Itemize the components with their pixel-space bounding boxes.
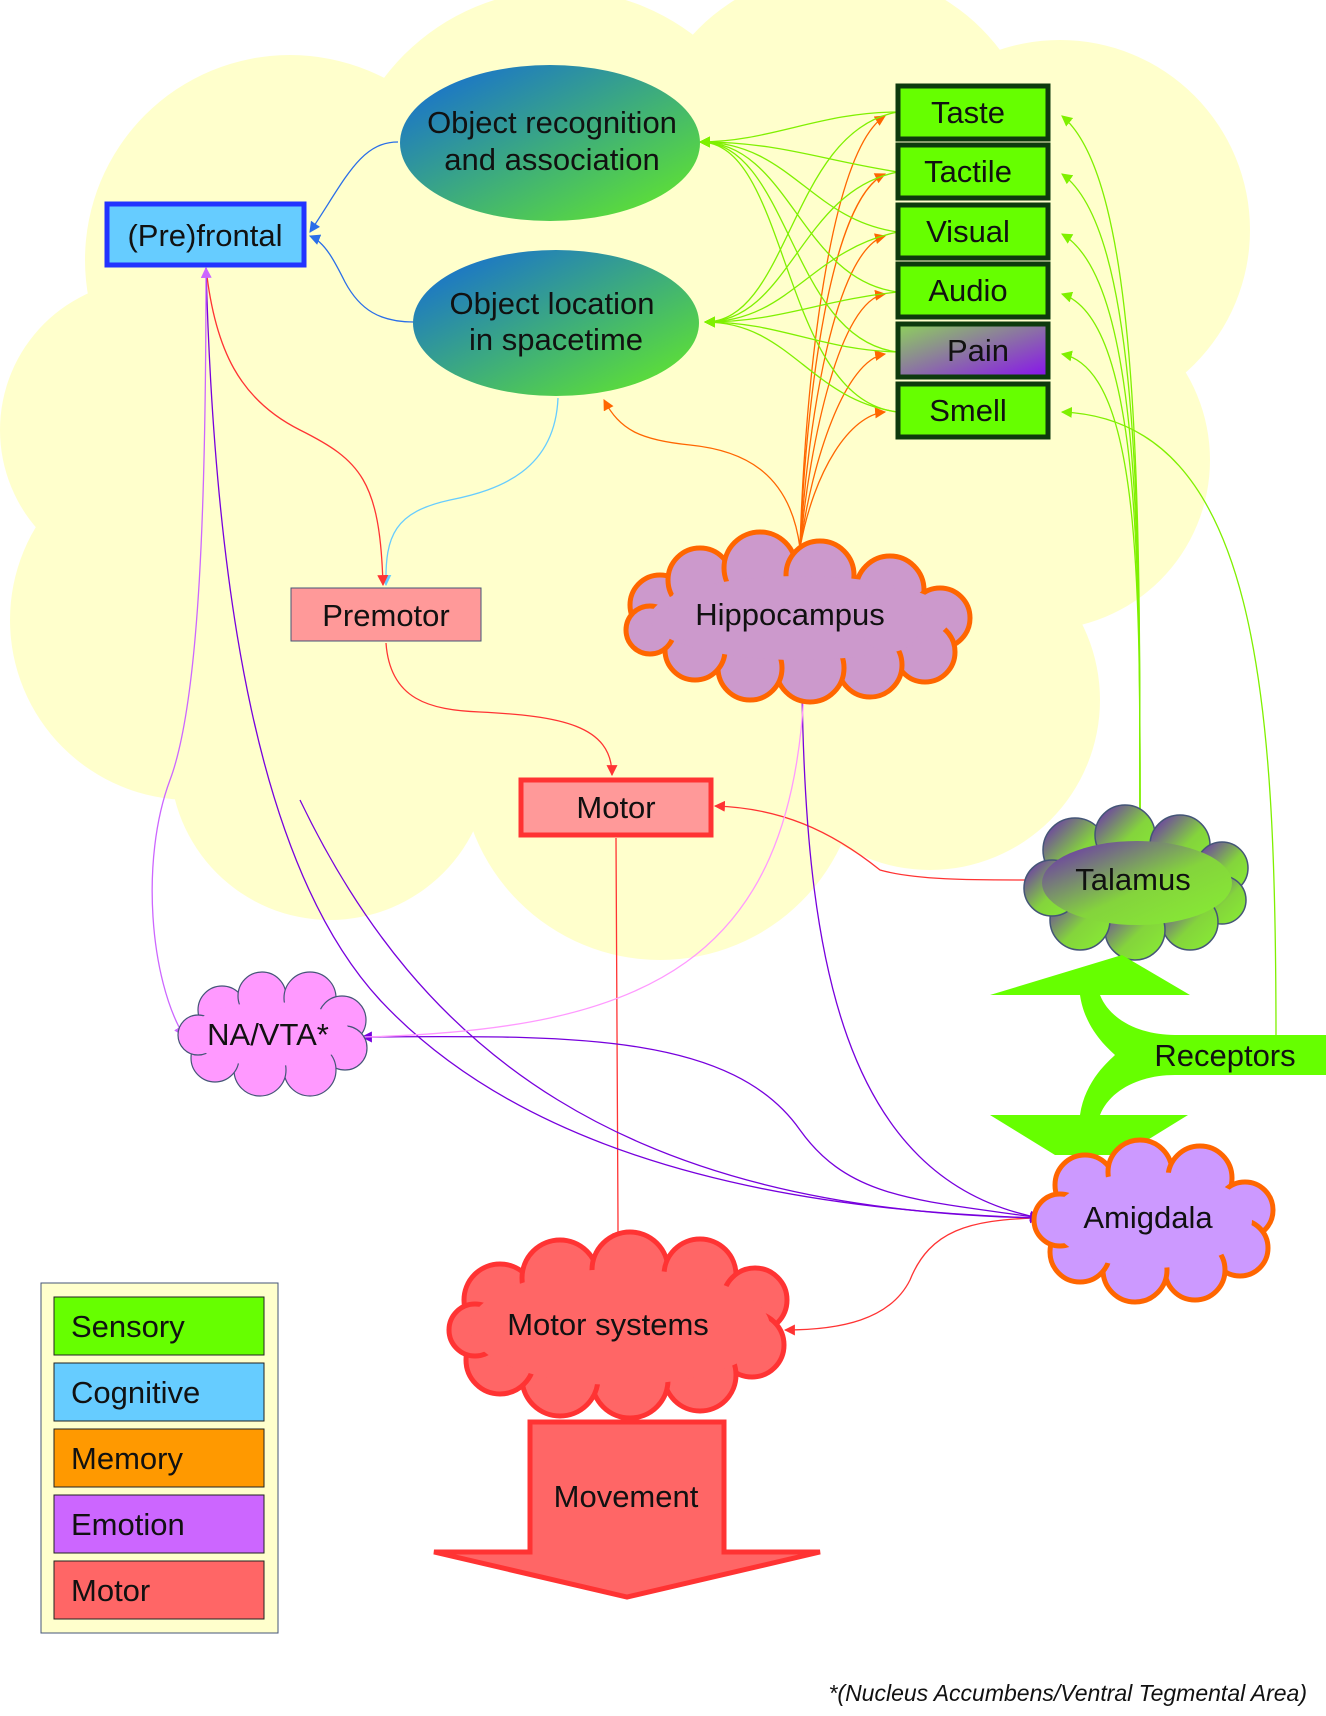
legend-swatch-emotion [53,1494,265,1554]
motor-systems-label: Motor systems [507,1307,709,1342]
na-vta-label: NA/VTA* [207,1017,329,1052]
node-tactile: Tactile [895,142,1051,201]
node-talamus: Talamus [1023,804,1249,961]
object-location-line1: Object location [449,286,654,321]
edge-location-premotor [380,397,559,587]
object-recognition-line1: Object recognition [427,105,677,140]
edge-hippocampus-location [603,399,801,549]
edge-prefrontal-navta [151,267,207,1037]
node-visual: Visual [895,202,1051,261]
hippocampus-label: Hippocampus [695,597,885,632]
edge-recognition-prefrontal [309,141,399,233]
legend-label-sensory: Sensory [71,1309,185,1344]
pain-label: Pain [947,333,1009,368]
node-amigdala: Amigdala [1031,1137,1276,1305]
edge-amigdala-navta [360,1031,1041,1219]
edge-receptors-smell [1060,406,1277,1041]
edge-talamus-motor [713,800,1031,881]
edge-location-prefrontal [308,234,415,323]
edge-premotor-motor [385,642,618,777]
node-audio: Audio [895,261,1051,320]
smell-label: Smell [929,393,1007,428]
node-object-recognition: Object recognition and association [400,65,700,221]
edge-amigdala-motorsystems [783,1217,1037,1336]
node-motor: Motor [518,777,714,838]
legend-label-motor: Motor [71,1573,150,1608]
audio-label: Audio [928,273,1007,308]
talamus-sense-edges [1060,115,1141,816]
tactile-label: Tactile [924,154,1012,189]
receptors-label: Receptors [1154,1038,1295,1073]
node-receptors: Receptors [990,955,1326,1155]
node-movement: Movement [433,1419,821,1600]
edge-prefrontal-amigdala [200,266,1041,1219]
node-prefrontal: (Pre)frontal [104,201,307,268]
edge-hippocampus-amigdala [801,689,1042,1222]
movement-label: Movement [554,1479,699,1514]
edge-motor-motorsystems [612,837,624,1245]
connections [151,111,1277,1336]
motor-label: Motor [576,790,655,825]
node-taste: Taste [895,83,1051,142]
sense-location-edges [703,111,899,413]
node-object-location: Object location in spacetime [413,250,699,396]
object-recognition-line2: and association [444,142,659,177]
node-na-vta: NA/VTA* [177,971,368,1097]
node-hippocampus: Hippocampus [623,529,973,705]
node-pain: Pain [895,321,1051,380]
node-smell: Smell [895,381,1051,440]
object-location-line2: in spacetime [469,322,643,357]
legend-swatch-cognitive [53,1362,265,1422]
edge-navta-hippocampus [361,690,809,1038]
movement-arrow-shape [433,1419,821,1600]
visual-label: Visual [926,214,1010,249]
talamus-label: Talamus [1075,862,1190,897]
legend-swatch-memory [53,1428,265,1488]
hippocampus-sense-edges [799,115,887,549]
footnote: *(Nucleus Accumbens/Ventral Tegmental Ar… [828,1680,1307,1706]
edge-prefrontal-premotor [205,267,389,587]
legend-label-cognitive: Cognitive [71,1375,200,1410]
sense-recognition-edges [698,111,899,413]
legend-label-emotion: Emotion [71,1507,185,1542]
node-motor-systems: Motor systems [446,1229,790,1421]
amigdala-label: Amigdala [1083,1200,1213,1235]
sensory-boxes: Taste Tactile Visual Audio Pain Smell [895,83,1051,440]
premotor-label: Premotor [322,598,449,633]
receptors-arrow-shape [990,955,1326,1155]
legend-swatch-motor [53,1560,265,1620]
taste-label: Taste [931,95,1005,130]
prefrontal-label: (Pre)frontal [127,218,282,253]
legend-label-memory: Memory [71,1441,183,1476]
node-premotor: Premotor [290,587,482,642]
legend-swatch-sensory [53,1296,265,1356]
